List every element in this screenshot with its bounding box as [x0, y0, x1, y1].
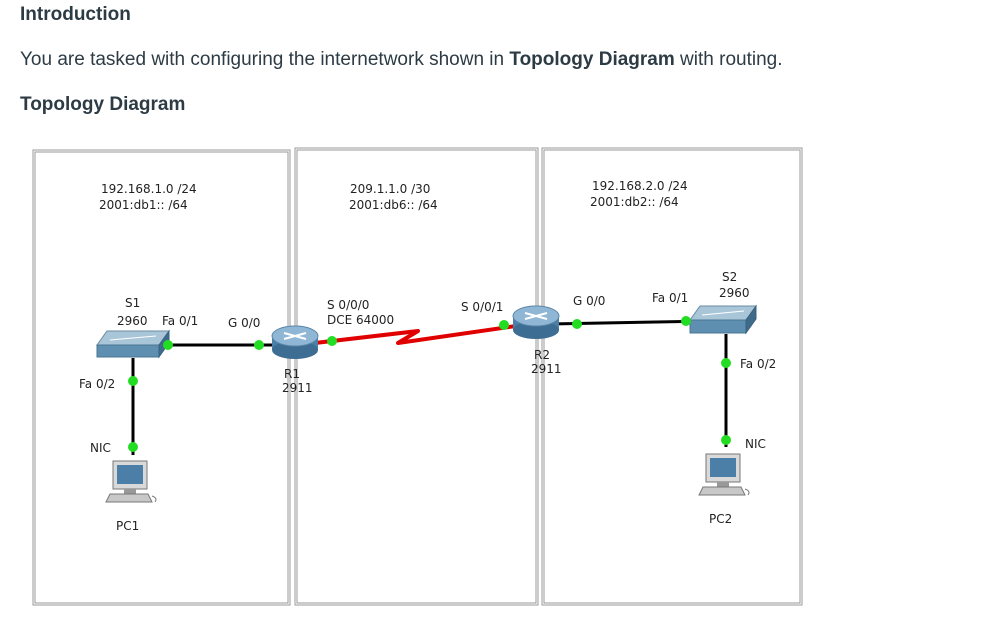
intro-text-start: You are tasked with configuring the inte… [20, 49, 510, 70]
lan2-ipv4-label: 192.168.2.0 /24 [592, 179, 688, 193]
s1-fa01-label: Fa 0/1 [162, 314, 198, 328]
port-pc1-nic [128, 442, 138, 452]
wan-ipv4-label: 209.1.1.0 /30 [350, 182, 430, 196]
zone-lan2 [541, 147, 803, 606]
port-pc2-nic [721, 435, 731, 445]
r1-s000-label: S 0/0/0 [327, 298, 369, 312]
wan-ipv6-label: 2001:db6:: /64 [349, 198, 438, 212]
lan1-ipv4-label: 192.168.1.0 /24 [101, 182, 197, 196]
r1-name-label: R1 [284, 367, 300, 381]
r1-model-label: 2911 [282, 381, 313, 395]
r2-g00-label: G 0/0 [573, 294, 605, 308]
pc1-name-label: PC1 [116, 519, 139, 533]
s1-name-label: S1 [125, 296, 140, 310]
pc2-nic-label: NIC [745, 437, 766, 451]
zone-lan1 [32, 149, 291, 606]
pc2-icon[interactable] [698, 453, 750, 496]
r2-s001-label: S 0/0/1 [461, 300, 503, 314]
r1-g00-label: G 0/0 [228, 316, 260, 330]
topology-heading: Topology Diagram [20, 94, 186, 115]
r1-dce-label: DCE 64000 [327, 313, 394, 327]
port-s1-fa02 [128, 376, 138, 386]
port-s2-fa02 [721, 358, 731, 368]
pc1-nic-label: NIC [90, 441, 111, 455]
port-s2-fa01 [681, 316, 691, 326]
r2-model-label: 2911 [531, 362, 562, 376]
intro-text-end: with routing. [674, 49, 783, 70]
zone-wan [294, 147, 539, 606]
router-r1-icon[interactable] [271, 325, 319, 359]
port-indicators [128, 316, 731, 452]
port-r1-s000 [327, 336, 337, 346]
s2-name-label: S2 [722, 270, 737, 284]
lan2-ipv6-label: 2001:db2:: /64 [590, 195, 679, 209]
intro-text-bold: Topology Diagram [509, 49, 675, 70]
port-r2-s001 [499, 320, 509, 330]
port-r1-g00 [254, 340, 264, 350]
s1-fa02-label: Fa 0/2 [79, 377, 115, 391]
r2-name-label: R2 [534, 348, 550, 362]
s2-fa01-label: Fa 0/1 [652, 291, 688, 305]
s2-model-label: 2960 [719, 286, 750, 300]
s2-fa02-label: Fa 0/2 [740, 357, 776, 371]
port-s1-fa01 [163, 340, 173, 350]
s1-model-label: 2960 [117, 314, 148, 328]
port-r2-g00 [572, 319, 582, 329]
intro-paragraph: You are tasked with configuring the inte… [20, 49, 783, 71]
pc2-name-label: PC2 [709, 512, 732, 526]
intro-heading: Introduction [20, 4, 131, 25]
link-r1-r2-serial [314, 322, 531, 345]
pc1-icon[interactable] [105, 460, 157, 503]
switch-s2-icon[interactable] [689, 304, 757, 335]
lan1-ipv6-label: 2001:db1:: /64 [99, 198, 188, 212]
switch-s1-icon[interactable] [96, 329, 170, 359]
router-r2-icon[interactable] [512, 305, 560, 339]
